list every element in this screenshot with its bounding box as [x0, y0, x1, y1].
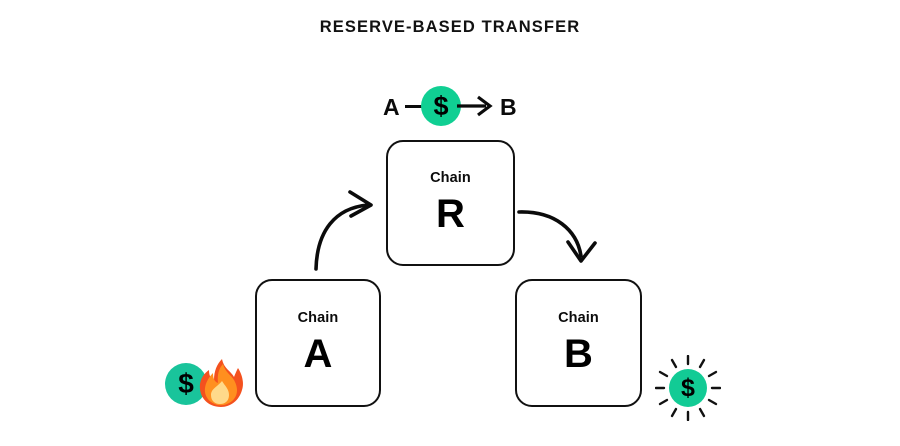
horizontal-line-icon: [405, 105, 427, 108]
chain-node-a-prefix: Chain: [297, 309, 339, 326]
curved-arrow-up-right-icon: [314, 190, 373, 271]
dollar-coin-icon: $: [669, 369, 707, 407]
chain-node-a[interactable]: Chain A: [255, 279, 381, 407]
dollar-symbol: $: [178, 368, 194, 399]
dollar-symbol: $: [681, 373, 695, 402]
diagram-title: RESERVE-BASED TRANSFER: [319, 18, 581, 36]
flow-source-label: A: [383, 94, 400, 120]
dollar-coin-icon: $: [165, 363, 207, 405]
mint-badge: $: [655, 355, 721, 421]
transfer-flow-label: A $ B: [383, 86, 523, 130]
flow-destination-label: B: [500, 94, 517, 120]
fire-icon: [199, 359, 243, 407]
shine-rays-icon: [655, 355, 721, 421]
chain-node-b[interactable]: Chain B: [515, 279, 642, 407]
chain-node-b-prefix: Chain: [558, 309, 599, 326]
arrow-right-icon: [457, 95, 493, 117]
curved-arrow-down-right-icon: [517, 210, 597, 263]
chain-node-r-letter: R: [436, 191, 465, 236]
chain-node-r[interactable]: Chain R: [386, 140, 515, 266]
dollar-symbol: $: [433, 90, 449, 121]
burn-badge: $: [165, 358, 249, 410]
chain-node-b-letter: B: [564, 331, 593, 376]
dollar-coin-icon: $: [421, 86, 461, 126]
chain-node-r-prefix: Chain: [430, 169, 471, 186]
chain-node-a-letter: A: [303, 331, 333, 376]
